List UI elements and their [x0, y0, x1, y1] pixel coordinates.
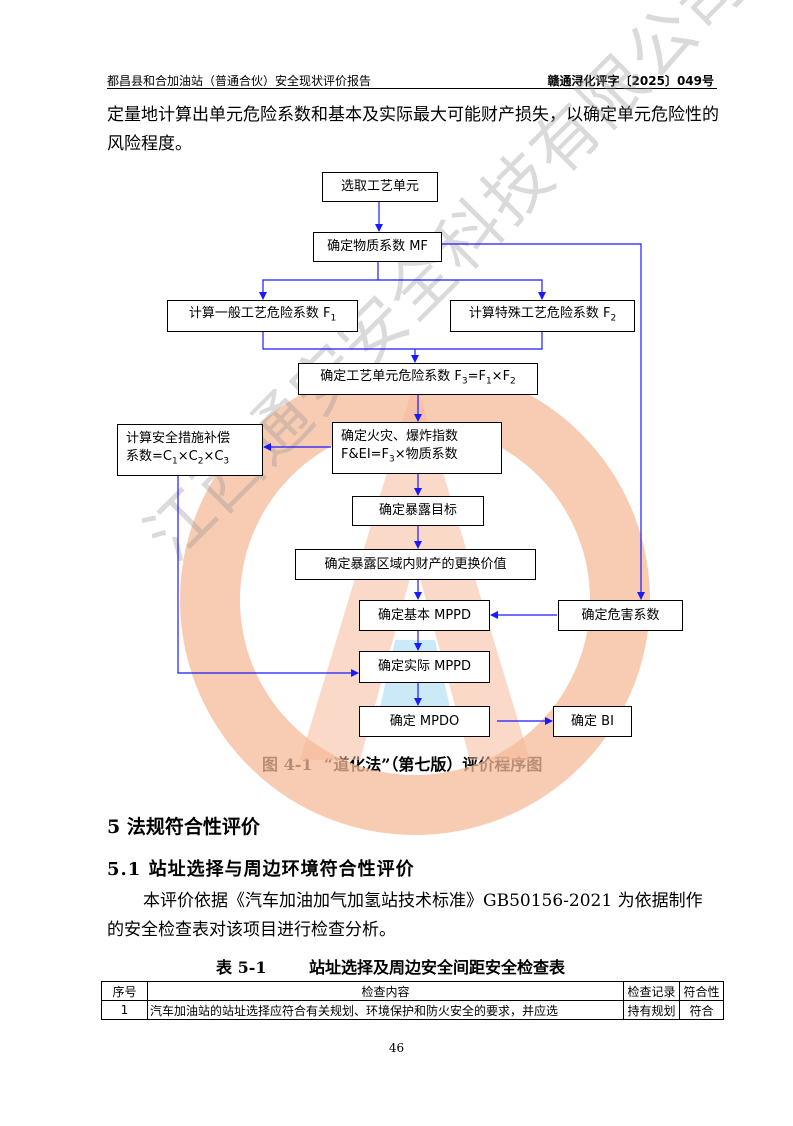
box-bi: 确定 BI: [553, 706, 632, 737]
header-seq: 序号: [101, 981, 148, 1001]
header-right: 赣通浔化评字〔2025〕049号: [547, 74, 714, 88]
box-exposure-target-label: 确定暴露目标: [378, 503, 457, 518]
cell-seq: 1: [101, 1000, 148, 1020]
box-mpdo: 确定 MPDO: [359, 706, 490, 737]
box-determine-mf-label: 确定物质系数 MF: [327, 239, 428, 254]
figure-number: 图 4-1: [262, 755, 313, 774]
box-calc-f2: 计算特殊工艺危险系数 F2: [450, 300, 635, 332]
page-number: 46: [388, 1041, 405, 1055]
box-fei-label: 确定火灾、爆炸指数 F&EI=F3×物质系数: [341, 428, 459, 465]
box-calc-f2-label: 计算特殊工艺危险系数 F2: [468, 305, 617, 324]
box-exposure-target: 确定暴露目标: [352, 496, 484, 526]
box-damage-factor: 确定危害系数: [558, 600, 683, 631]
box-select-unit-label: 选取工艺单元: [340, 179, 419, 194]
arrow-mf-to-f2: [378, 279, 546, 300]
box-base-mppd: 确定基本 MPPD: [359, 600, 490, 631]
table-number: 表 5-1: [216, 958, 267, 977]
box-mpdo-label: 确定 MPDO: [389, 713, 460, 729]
table-header-row: 序号 检查内容 检查记录 符合性: [101, 981, 724, 1001]
box-replacement-value: 确定暴露区域内财产的更换价值: [295, 549, 536, 580]
box-fei: 确定火灾、爆炸指数 F&EI=F3×物质系数: [332, 422, 502, 474]
box-determine-f3-label: 确定工艺单元危险系数 F3=F1×F2: [320, 368, 516, 387]
figure-title: “道化法”（第七版）评价程序图: [324, 755, 543, 774]
line-f1-f2-join: [262, 332, 543, 350]
box-safety-factor-label: 计算安全措施补偿 系数=C1×C2×C3: [126, 430, 231, 467]
box-actual-mppd: 确定实际 MPPD: [359, 651, 490, 683]
intro-paragraph: 定量地计算出单元危险系数和基本及实际最大可能财产损失，以确定单元危险性的风险程度…: [107, 105, 719, 154]
cell-content: 汽车加油站的站址选择应符合有关规划、环境保护和防火安全的要求，并应选: [147, 1000, 624, 1020]
cell-compliance: 符合: [679, 1000, 724, 1020]
table-row: 1 汽车加油站的站址选择应符合有关规划、环境保护和防火安全的要求，并应选 持有规…: [101, 1000, 724, 1020]
header-content: 检查内容: [147, 981, 624, 1001]
box-replacement-value-label: 确定暴露区域内财产的更换价值: [324, 556, 507, 572]
header-left: 都昌县和合加油站（普通合伙）安全现状评价报告: [107, 74, 372, 88]
header-compliance: 符合性: [679, 981, 724, 1001]
box-determine-mf: 确定物质系数 MF: [313, 232, 442, 262]
table-title: 站址选择及周边安全间距安全检查表: [309, 958, 566, 977]
box-bi-label: 确定 BI: [571, 713, 614, 729]
box-calc-f1-label: 计算一般工艺危险系数 F1: [188, 305, 337, 324]
header-record: 检查记录: [623, 981, 680, 1001]
box-calc-f1: 计算一般工艺危险系数 F1: [167, 300, 358, 332]
box-safety-factor: 计算安全措施补偿 系数=C1×C2×C3: [117, 424, 263, 476]
arrow-mf-to-f1: [259, 262, 379, 300]
body-paragraph: 本评价依据《汽车加油加气加氢站技术标准》GB50156-2021 为依据制作的安…: [107, 891, 703, 940]
box-actual-mppd-label: 确定实际 MPPD: [377, 659, 472, 674]
inspection-table: 序号 检查内容 检查记录 符合性 1 汽车加油站的站址选择应符合有关规划、环境保…: [101, 981, 724, 1020]
subsection-heading: 5.1 站址选择与周边环境符合性评价: [107, 859, 415, 880]
cell-record: 持有规划: [623, 1000, 680, 1020]
box-base-mppd-label: 确定基本 MPPD: [377, 607, 472, 623]
figure-caption: 图 4-1 “道化法”（第七版）评价程序图: [262, 751, 542, 775]
table-caption: 表 5-1 站址选择及周边安全间距安全检查表: [216, 954, 565, 978]
section-heading: 5 法规符合性评价: [107, 816, 260, 838]
box-determine-f3: 确定工艺单元危险系数 F3=F1×F2: [298, 363, 538, 395]
header-rule: [107, 88, 717, 89]
box-select-unit: 选取工艺单元: [322, 172, 438, 202]
box-damage-factor-label: 确定危害系数: [581, 607, 660, 623]
